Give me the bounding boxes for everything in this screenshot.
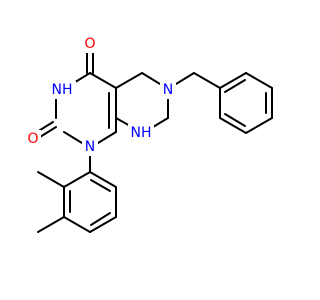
bond-aryl-a-b <box>63 171 91 188</box>
bond-n1-c8a <box>97 131 117 144</box>
canvas-background <box>0 0 300 300</box>
bond-layer <box>36 51 273 233</box>
nitrogen-atom-n6: N <box>160 81 176 99</box>
bond-ph-inner-3 <box>224 113 246 127</box>
bond-c2-o2 <box>39 126 57 138</box>
bond-ph-e-f <box>219 117 247 134</box>
atom-label-n6: N <box>163 82 173 98</box>
nitrogen-atom-nh3: NH <box>50 81 76 99</box>
bond-aryl-d-e <box>89 216 117 233</box>
bond-c4-c4a <box>89 72 117 89</box>
molecule-structure-diagram: O NH O N N NH <box>0 0 300 300</box>
atom-label-o4: O <box>84 36 95 52</box>
bond-methyl-ortho <box>37 171 65 188</box>
bond-n6-ch2 <box>175 72 195 85</box>
atom-label-nh3: NH <box>52 82 73 98</box>
bond-c2-n1 <box>63 131 83 144</box>
bond-aryl-c-d <box>63 216 91 233</box>
bond-methyl-meta <box>37 216 65 233</box>
nitrogen-atom-nh8: NH <box>128 124 154 142</box>
bond-c7-n8 <box>152 117 169 128</box>
bond-c5-n6 <box>141 72 161 85</box>
bond-ch2-ph <box>193 72 221 89</box>
nitrogen-atom-n1: N <box>82 138 98 156</box>
bond-aryl-inner-3 <box>90 179 111 192</box>
bond-aryl-f-a <box>89 171 117 188</box>
bond-aryl-inner-2 <box>90 212 111 226</box>
bond-c4a-c5 <box>115 72 143 89</box>
bond-ph-inner-1 <box>224 79 246 93</box>
bond-ph-d-e <box>245 117 273 134</box>
oxygen-atom-o4: O <box>82 35 98 53</box>
atom-label-o2: O <box>27 131 38 147</box>
atom-label-n1: N <box>85 139 95 155</box>
bond-ph-b-c <box>245 72 273 89</box>
atom-label-nh8: NH <box>131 125 152 141</box>
bond-ph-a-b <box>219 72 247 89</box>
oxygen-atom-o2: O <box>25 130 41 148</box>
atom-label-layer: O NH O N N NH <box>25 35 176 156</box>
